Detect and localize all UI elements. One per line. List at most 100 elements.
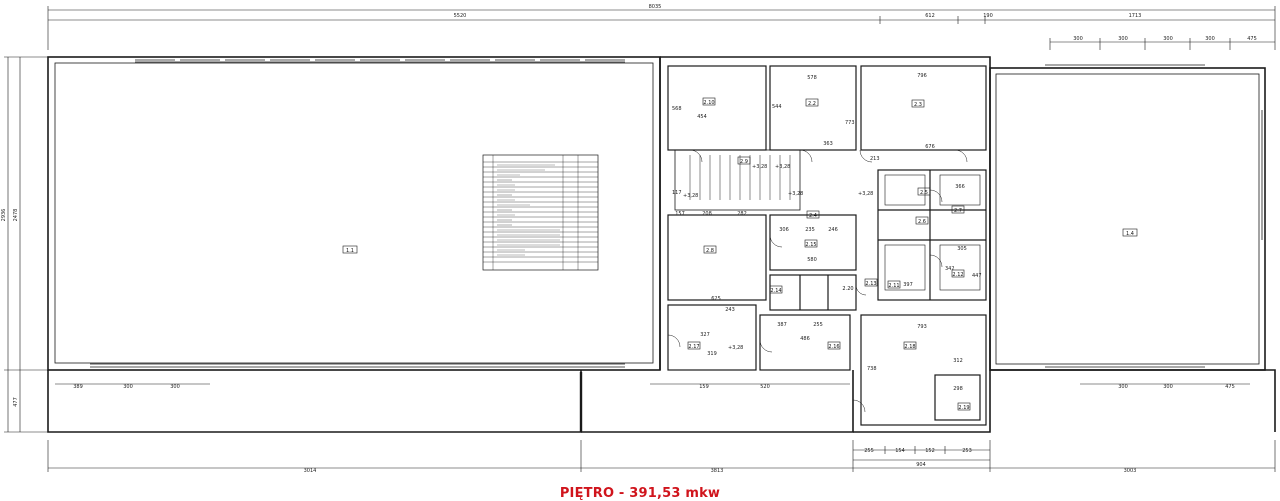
- room-tag: 2.2: [808, 101, 816, 107]
- dim-mb-3: 319: [707, 351, 717, 357]
- dim-bs-1: 255: [864, 448, 874, 454]
- room-tag: 2.4: [809, 213, 817, 219]
- floor-area-caption: PIĘTRO - 391,53 mkw: [0, 482, 1280, 501]
- dim-mt-3: 454: [697, 114, 707, 120]
- room-tag: 2.13: [865, 281, 876, 287]
- dim-lb-2: 300: [123, 384, 133, 390]
- level-mark: +3,28: [683, 193, 698, 199]
- table-cell-lines: [497, 164, 560, 256]
- dim-mm-5: 306: [779, 227, 789, 233]
- level-marks: +3,28 +3,28 +3,28 +3,28 +3,28 +3,28: [683, 164, 873, 351]
- dim-rb-3: 475: [1225, 384, 1235, 390]
- level-mark: +3,28: [728, 345, 743, 351]
- dim-left-3: 477: [13, 397, 19, 407]
- room-tag-left-hall: 1.1: [346, 248, 354, 254]
- room-tag: 2.17: [688, 344, 699, 350]
- dim-top-4: 1713: [1129, 13, 1142, 19]
- dim-bs-2: 154: [895, 448, 905, 454]
- dim-mb-2: 327: [700, 332, 710, 338]
- dim-mt-7: 773: [845, 120, 855, 126]
- dim-mm-4: 157: [675, 211, 685, 217]
- room-tag: 2.14: [770, 288, 781, 294]
- room-schedule-table: [482, 154, 599, 271]
- room-tag: 2.18: [904, 344, 915, 350]
- dim-mt-8: 544: [772, 104, 782, 110]
- dim-mm-1: 117: [672, 190, 682, 196]
- dim-bs-4: 253: [962, 448, 972, 454]
- dim-left-2: 2478: [13, 209, 19, 222]
- dim-bottom-mid: 904: [916, 462, 926, 468]
- caption-text: PIĘTRO - 391,53 mkw: [559, 486, 721, 501]
- dim-bottom-1: 3014: [304, 468, 317, 474]
- dim-mt-4: 363: [823, 141, 833, 147]
- room-tags: 1.1 1.4 2.10 2.2 2.3 2.9 2.8 2.4 2.5 2.6…: [346, 100, 1134, 411]
- dim-rw-1: 300: [1073, 36, 1083, 42]
- dim-bottom-2: 3813: [711, 468, 724, 474]
- dim-top-2: 612: [925, 13, 935, 19]
- dim-mb-7: 793: [917, 324, 927, 330]
- dim-mt-2: 796: [917, 73, 927, 79]
- dim-rw-4: 300: [1205, 36, 1215, 42]
- room-tag: 2.12: [952, 272, 963, 278]
- dim-mb-6: 486: [800, 336, 810, 342]
- dim-mb-4: 387: [777, 322, 787, 328]
- dim-mm-13: 447: [972, 273, 982, 279]
- dim-mm-7: 246: [828, 227, 838, 233]
- dim-rw-5: 475: [1247, 36, 1257, 42]
- level-mark: +3,28: [788, 191, 803, 197]
- room-tag-boxes: [342, 97, 1138, 411]
- room-tag: 2.6: [918, 219, 926, 225]
- dim-mb-9: 298: [953, 386, 963, 392]
- top-dimension-chain: [47, 6, 1276, 50]
- level-mark: +3,28: [752, 164, 767, 170]
- room-tag: 2.5: [920, 190, 928, 196]
- windows-top-left: [135, 59, 625, 63]
- windows-bottom-left: [90, 363, 625, 368]
- left-dimension-chain: [4, 56, 48, 433]
- dim-mm-14: 397: [903, 282, 913, 288]
- level-mark: +3,28: [775, 164, 790, 170]
- level-mark: +3,28: [858, 191, 873, 197]
- dim-bottom-3: 3003: [1124, 468, 1137, 474]
- bottom-dimension-chain: [47, 383, 1276, 472]
- dim-left-1: 2936: [1, 209, 7, 222]
- room-tag: 2.10: [703, 100, 714, 106]
- dim-rw-2: 300: [1118, 36, 1128, 42]
- dim-rb-1: 300: [1118, 384, 1128, 390]
- dim-overall: 8035: [649, 4, 662, 10]
- dimension-labels: 8035 5520 612 190 1713 300 300 300 300 4…: [1, 4, 1257, 474]
- room-tag: 2.8: [706, 248, 714, 254]
- dim-mb-5: 255: [813, 322, 823, 328]
- dim-mt-6: 568: [672, 106, 682, 112]
- door-swings: [667, 149, 968, 413]
- dim-top-3: 190: [983, 13, 993, 19]
- dim-mb-12: 159: [699, 384, 709, 390]
- room-tag: 2.11: [888, 283, 899, 289]
- room-tag: 2.3: [914, 102, 922, 108]
- dim-mm-12: 342: [945, 266, 955, 272]
- dim-mm-2: 208: [702, 211, 712, 217]
- dim-mb-1: 243: [725, 307, 735, 313]
- dim-rb-2: 300: [1163, 384, 1173, 390]
- dim-lb-1: 389: [73, 384, 83, 390]
- outer-walls: [47, 56, 1276, 433]
- dim-mm-10: 366: [955, 184, 965, 190]
- room-tag: 2.9: [740, 159, 748, 165]
- room-tag: 2.19: [958, 405, 969, 411]
- room-tag: 2.15: [805, 242, 816, 248]
- room-tag: 2.20: [842, 286, 853, 292]
- dim-mb-11: 520: [760, 384, 770, 390]
- dim-mt-1: 578: [807, 75, 817, 81]
- dim-mb-10: 738: [867, 366, 877, 372]
- windows-right-hall: [1045, 64, 1263, 368]
- dim-top-1: 5520: [454, 13, 467, 19]
- dim-rw-3: 300: [1163, 36, 1173, 42]
- room-tag-right-hall: 1.4: [1126, 231, 1134, 237]
- dim-mt-5: 676: [925, 144, 935, 150]
- dim-mm-3: 282: [737, 211, 747, 217]
- room-tag: 2.7: [954, 208, 962, 214]
- dim-lb-3: 300: [170, 384, 180, 390]
- dim-mm-8: 580: [807, 257, 817, 263]
- room-tag: 2.16: [828, 344, 839, 350]
